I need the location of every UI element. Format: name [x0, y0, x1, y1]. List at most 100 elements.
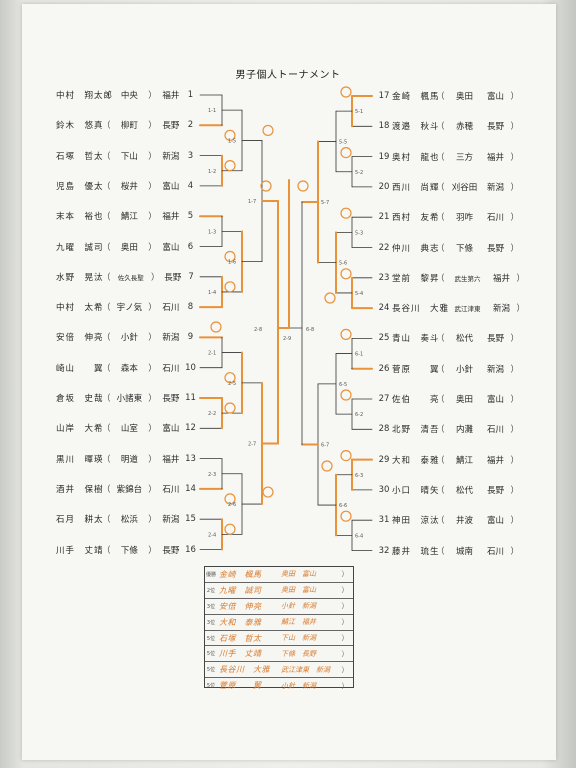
player-name: 渡邉 秋斗 — [392, 122, 440, 133]
seed-number: 20 — [378, 181, 390, 192]
result-row: 5位長谷川 大雅武江津東 新潟） — [205, 662, 353, 679]
close-paren: ） — [148, 515, 157, 526]
seed-number: 1 — [187, 90, 194, 100]
player-name: 川手 丈靖 — [56, 545, 104, 556]
prefecture: 新潟 — [493, 304, 511, 315]
open-paren: （ — [102, 303, 111, 314]
school-name: 武生第六 — [454, 274, 481, 283]
match-label: 1-5 — [228, 138, 236, 144]
prefecture: 富山 — [162, 424, 180, 435]
player-name: 藤井 琉生 — [392, 546, 440, 557]
player-name: 安倍 伸亮 — [56, 333, 104, 344]
open-paren: （ — [436, 485, 445, 496]
prefecture: 新潟 — [487, 364, 505, 375]
player-name: 石塚 哲太 — [56, 151, 104, 162]
winner-circle-mark — [340, 328, 352, 340]
prefecture: 富山 — [162, 181, 180, 192]
result-name: 川手 丈靖 — [219, 649, 262, 659]
player-name: 青山 奏斗 — [392, 334, 440, 345]
school-name: 小針 — [120, 333, 138, 344]
school-name: 鯖江 — [120, 212, 138, 223]
result-row: 3位安倍 伸亮小針 新潟） — [205, 599, 353, 615]
close-paren: ） — [510, 546, 520, 557]
player-name: 仲川 典志 — [392, 243, 440, 254]
open-paren: （ — [102, 333, 111, 344]
match-label: 2-1 — [208, 351, 216, 357]
result-row: 3位大和 泰雅鯖江 福井） — [205, 615, 353, 631]
match-label: 2-5 — [228, 381, 236, 387]
player-name: 鈴木 悠真 — [56, 121, 104, 132]
seed-number: 14 — [185, 483, 196, 494]
seed-number: 4 — [187, 180, 194, 191]
result-school: 奥田 富山 — [281, 586, 316, 595]
open-paren: （ — [102, 363, 111, 374]
player-name: 大和 泰雅 — [392, 455, 440, 466]
open-paren: （ — [436, 92, 445, 102]
prefecture: 福井 — [162, 454, 180, 465]
prefecture: 長野 — [162, 545, 180, 556]
close-paren: ） — [148, 151, 157, 162]
result-close-paren: ） — [341, 570, 349, 579]
close-paren: ） — [510, 92, 520, 102]
seed-number: 10 — [185, 362, 196, 373]
close-paren: ） — [510, 485, 520, 496]
prefecture: 長野 — [487, 122, 505, 133]
school-name: 下山 — [120, 151, 138, 162]
player-name: 神田 涼汰 — [392, 516, 440, 527]
close-paren: ） — [148, 91, 157, 101]
school-name: 鯖江 — [456, 455, 474, 466]
match-label: 1-6 — [228, 260, 236, 266]
close-paren: ） — [510, 364, 520, 375]
result-school: 下山 新潟 — [281, 634, 316, 642]
open-paren: （ — [102, 91, 111, 101]
seed-number: 19 — [378, 151, 390, 162]
open-paren: （ — [436, 152, 445, 163]
prefecture: 長野 — [164, 272, 182, 283]
winner-circle-mark — [224, 160, 236, 172]
player-name: 奥村 龍也 — [392, 152, 440, 163]
open-paren: （ — [436, 425, 445, 436]
seed-number: 26 — [378, 363, 390, 374]
prefecture: 新潟 — [162, 515, 180, 526]
result-name: 金崎 楓馬 — [219, 569, 262, 579]
school-name: 明道 — [120, 454, 138, 465]
winner-circle-mark — [224, 281, 236, 293]
match-label: 6-2 — [355, 412, 363, 418]
prefecture: 福井 — [487, 152, 505, 163]
match-label: 2-7 — [248, 441, 256, 447]
open-paren: （ — [102, 454, 111, 465]
seed-number: 21 — [378, 212, 390, 223]
open-paren: （ — [102, 484, 111, 495]
open-paren: （ — [436, 546, 445, 557]
result-name: 石塚 哲太 — [219, 633, 262, 643]
match-label: 2-3 — [208, 472, 216, 478]
player-name: 倉坂 史哉 — [56, 394, 104, 404]
player-name: 北野 清吾 — [392, 425, 440, 436]
open-paren: （ — [102, 121, 111, 132]
result-school: 下條 長野 — [281, 649, 316, 658]
prefecture: 長野 — [162, 121, 180, 132]
open-paren: （ — [436, 516, 445, 527]
prefecture: 石川 — [162, 484, 180, 495]
prefecture: 石川 — [487, 213, 505, 224]
close-paren: ） — [510, 213, 520, 224]
match-label: 2-9 — [283, 336, 291, 342]
player-name: 児島 優太 — [56, 181, 104, 192]
match-label: 5-2 — [355, 170, 363, 176]
prefecture: 長野 — [487, 334, 505, 345]
